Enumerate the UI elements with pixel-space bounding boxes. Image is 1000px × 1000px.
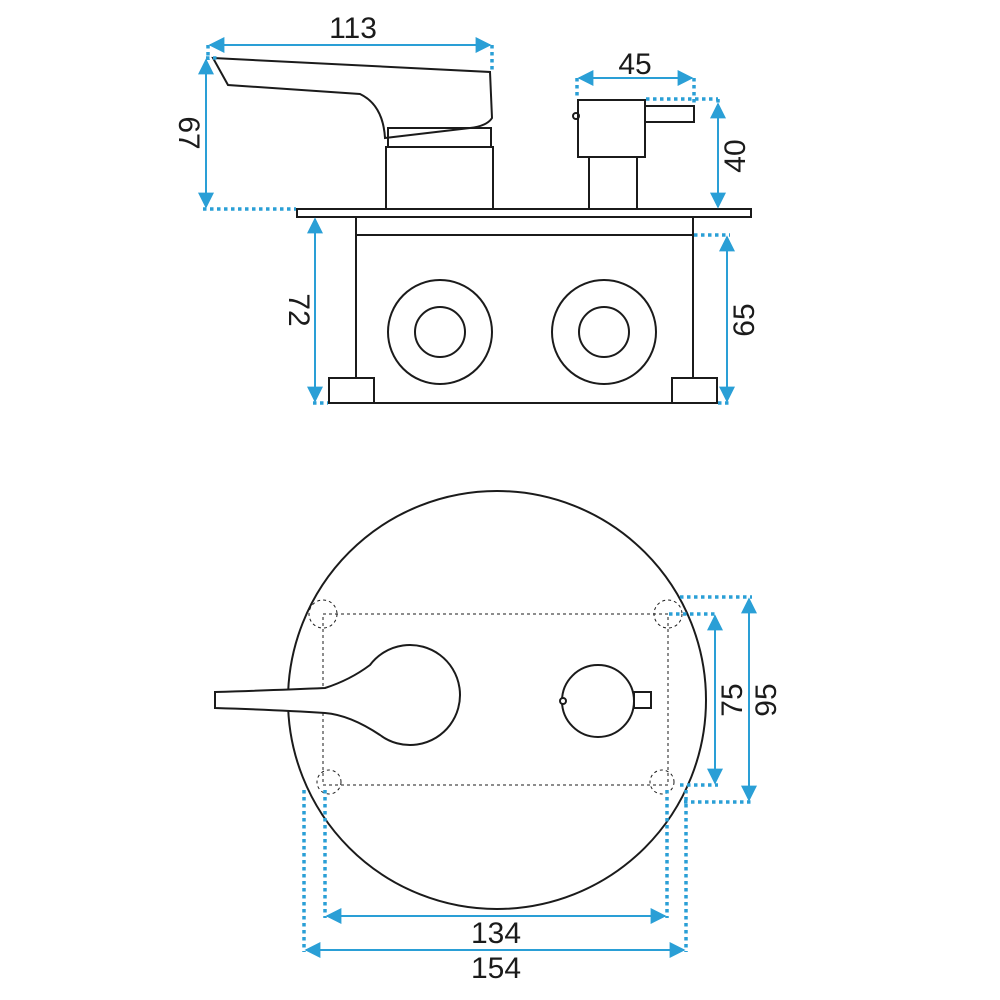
dim-75: 75 xyxy=(669,612,749,787)
dim-40: 40 xyxy=(646,97,752,209)
dim-75-label: 75 xyxy=(716,683,749,716)
mount-lug-bottom-right xyxy=(649,769,675,795)
mount-lug-bottom-left xyxy=(316,769,342,795)
valve-body xyxy=(355,234,694,404)
dim-72-label: 72 xyxy=(282,293,315,326)
knob-screw xyxy=(572,112,580,120)
port-right-inner xyxy=(578,306,630,358)
mount-lug-top-right xyxy=(653,599,683,629)
lever-handle xyxy=(211,56,494,140)
front-view: 75 95 134 154 xyxy=(214,490,783,985)
dim-154: 154 xyxy=(302,790,688,985)
dim-95-label: 95 xyxy=(750,683,783,716)
mount-foot-left xyxy=(328,377,375,404)
dim-45: 45 xyxy=(575,48,696,104)
port-left-inner xyxy=(414,306,466,358)
knob-stem xyxy=(588,156,638,210)
lever-front-view xyxy=(214,644,461,746)
dim-95: 95 xyxy=(680,595,783,804)
side-view: 113 45 67 40 72 xyxy=(172,12,761,405)
lever-stem xyxy=(385,146,494,210)
dim-65: 65 xyxy=(694,233,761,405)
dim-134-label: 134 xyxy=(471,917,521,950)
knob-head xyxy=(577,99,646,158)
dim-67: 67 xyxy=(172,56,296,211)
dim-113: 113 xyxy=(206,12,494,72)
cover-plate xyxy=(296,208,752,218)
dim-65-label: 65 xyxy=(728,303,761,336)
dim-154-label: 154 xyxy=(471,952,521,985)
dim-45-label: 45 xyxy=(618,48,651,81)
dim-40-label: 40 xyxy=(719,139,752,172)
knob-pin xyxy=(644,105,695,123)
knob-pin-front-view xyxy=(633,691,652,709)
body-top-lip xyxy=(355,216,694,236)
dim-67-label: 67 xyxy=(172,116,205,149)
dim-113-label: 113 xyxy=(329,12,377,45)
knob-screw-front-view xyxy=(559,697,567,705)
mount-foot-right xyxy=(671,377,718,404)
dim-72: 72 xyxy=(282,217,328,405)
mount-lug-top-left xyxy=(308,599,338,629)
knob-front-view xyxy=(561,664,635,738)
